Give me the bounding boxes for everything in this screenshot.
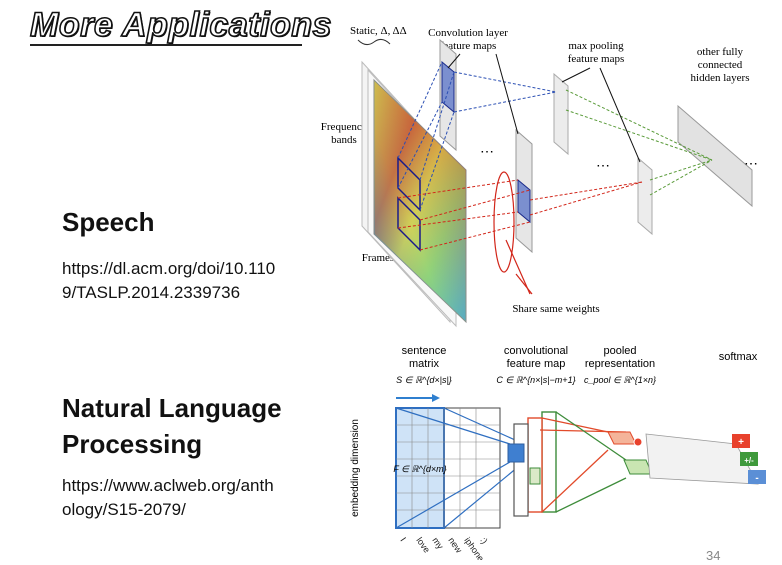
speech-link-line1[interactable]: https://dl.acm.org/doi/10.110 xyxy=(62,259,276,278)
word-labels: I love my new iphone :) xyxy=(398,535,489,560)
share-weights-label: Share same weights xyxy=(512,303,599,315)
softmax-positive-label: + xyxy=(738,437,744,448)
conv-feature-map-formula: C ∈ ℝ^{n×|s|−m+1} xyxy=(496,375,575,385)
direction-arrowhead xyxy=(432,394,440,402)
blue-connections xyxy=(397,61,557,211)
static-delta-label: Static, Δ, ΔΔ xyxy=(350,25,407,37)
embedding-dimension-label: embedding dimension xyxy=(350,419,361,517)
softmax-outputs: + +/- - xyxy=(732,434,766,484)
dropout-dot xyxy=(633,437,643,447)
nlp-heading-line2: Processing xyxy=(62,429,203,459)
word-label: new xyxy=(446,535,464,555)
sentence-matrix xyxy=(395,407,501,529)
frames-label: Frames xyxy=(362,252,394,264)
filter-formula: F ∈ ℝ^{d×m} xyxy=(393,464,446,474)
page-number: 34 xyxy=(706,548,721,563)
softmax-label: softmax xyxy=(719,351,758,363)
share-weights-arrows xyxy=(505,239,533,295)
green-pool-lines xyxy=(555,411,627,513)
slide-title: More Applications xyxy=(29,5,332,45)
sentence-matrix-formula: S ∈ ℝ^{d×|s|} xyxy=(396,375,452,385)
feature-maps xyxy=(507,411,557,517)
softmax-neutral-label: +/- xyxy=(744,456,754,465)
title-underline xyxy=(30,44,302,46)
word-label: love xyxy=(414,535,432,554)
filter-projection-lines xyxy=(395,407,525,529)
word-label: :) xyxy=(478,535,489,545)
conv-layer-label-2: feature maps xyxy=(440,40,497,52)
pool-map-1 xyxy=(553,72,569,156)
speech-cnn-figure: Static, Δ, ΔΔ Convolution layer feature … xyxy=(321,25,758,328)
label-arrows xyxy=(447,53,641,163)
conv-layer-label-1: Convolution layer xyxy=(428,27,508,39)
pooled-red xyxy=(607,431,637,445)
static-brace xyxy=(357,38,391,46)
fc-layer xyxy=(677,104,753,208)
softmax-positive-box xyxy=(732,434,750,448)
sentence-matrix-label-1: sentence xyxy=(402,345,447,357)
word-label: my xyxy=(430,535,445,551)
pooled-green xyxy=(623,459,653,475)
softmax-neutral-box xyxy=(740,452,758,466)
pooled-rep-formula: c_pool ∈ ℝ^{1×n} xyxy=(584,375,656,385)
frequency-label-2: bands xyxy=(331,134,357,146)
speech-link-line2[interactable]: 9/TASLP.2014.2339736 xyxy=(62,283,241,302)
nlp-cnn-figure: sentence matrix S ∈ ℝ^{d×|s|} convolutio… xyxy=(350,345,766,560)
conv-feature-map-label-2: feature map xyxy=(507,358,566,370)
softmax-negative-label: - xyxy=(755,473,758,484)
share-weights-ellipse xyxy=(493,171,515,273)
sentence-matrix-label-2: matrix xyxy=(409,358,439,370)
ellipsis-conv: ⋯ xyxy=(480,145,494,160)
fc-label-3: hidden layers xyxy=(691,72,750,84)
ellipsis-pool: ⋯ xyxy=(596,159,610,174)
nlp-link-line2[interactable]: ology/S15-2079/ xyxy=(62,500,186,519)
fc-label-1: other fully xyxy=(697,46,744,58)
word-label: I xyxy=(398,535,408,543)
softmax-negative-box xyxy=(748,470,766,484)
max-pool-label-2: feature maps xyxy=(568,53,625,65)
frequency-label-1: Frequency xyxy=(321,121,368,133)
pool-map-2 xyxy=(637,156,653,236)
nlp-link-line1[interactable]: https://www.aclweb.org/anth xyxy=(62,476,274,495)
nlp-heading-line1: Natural Language xyxy=(62,393,282,423)
max-pool-label-1: max pooling xyxy=(568,40,624,52)
pooled-rep-label-1: pooled xyxy=(603,345,636,357)
fc-label-2: connected xyxy=(698,59,743,71)
speech-heading: Speech xyxy=(62,207,155,237)
green-connections xyxy=(565,89,713,196)
ellipsis-fc: ⋯ xyxy=(744,157,758,172)
pooled-rep-label-2: representation xyxy=(585,358,655,370)
conv-feature-map-label-1: convolutional xyxy=(504,345,568,357)
